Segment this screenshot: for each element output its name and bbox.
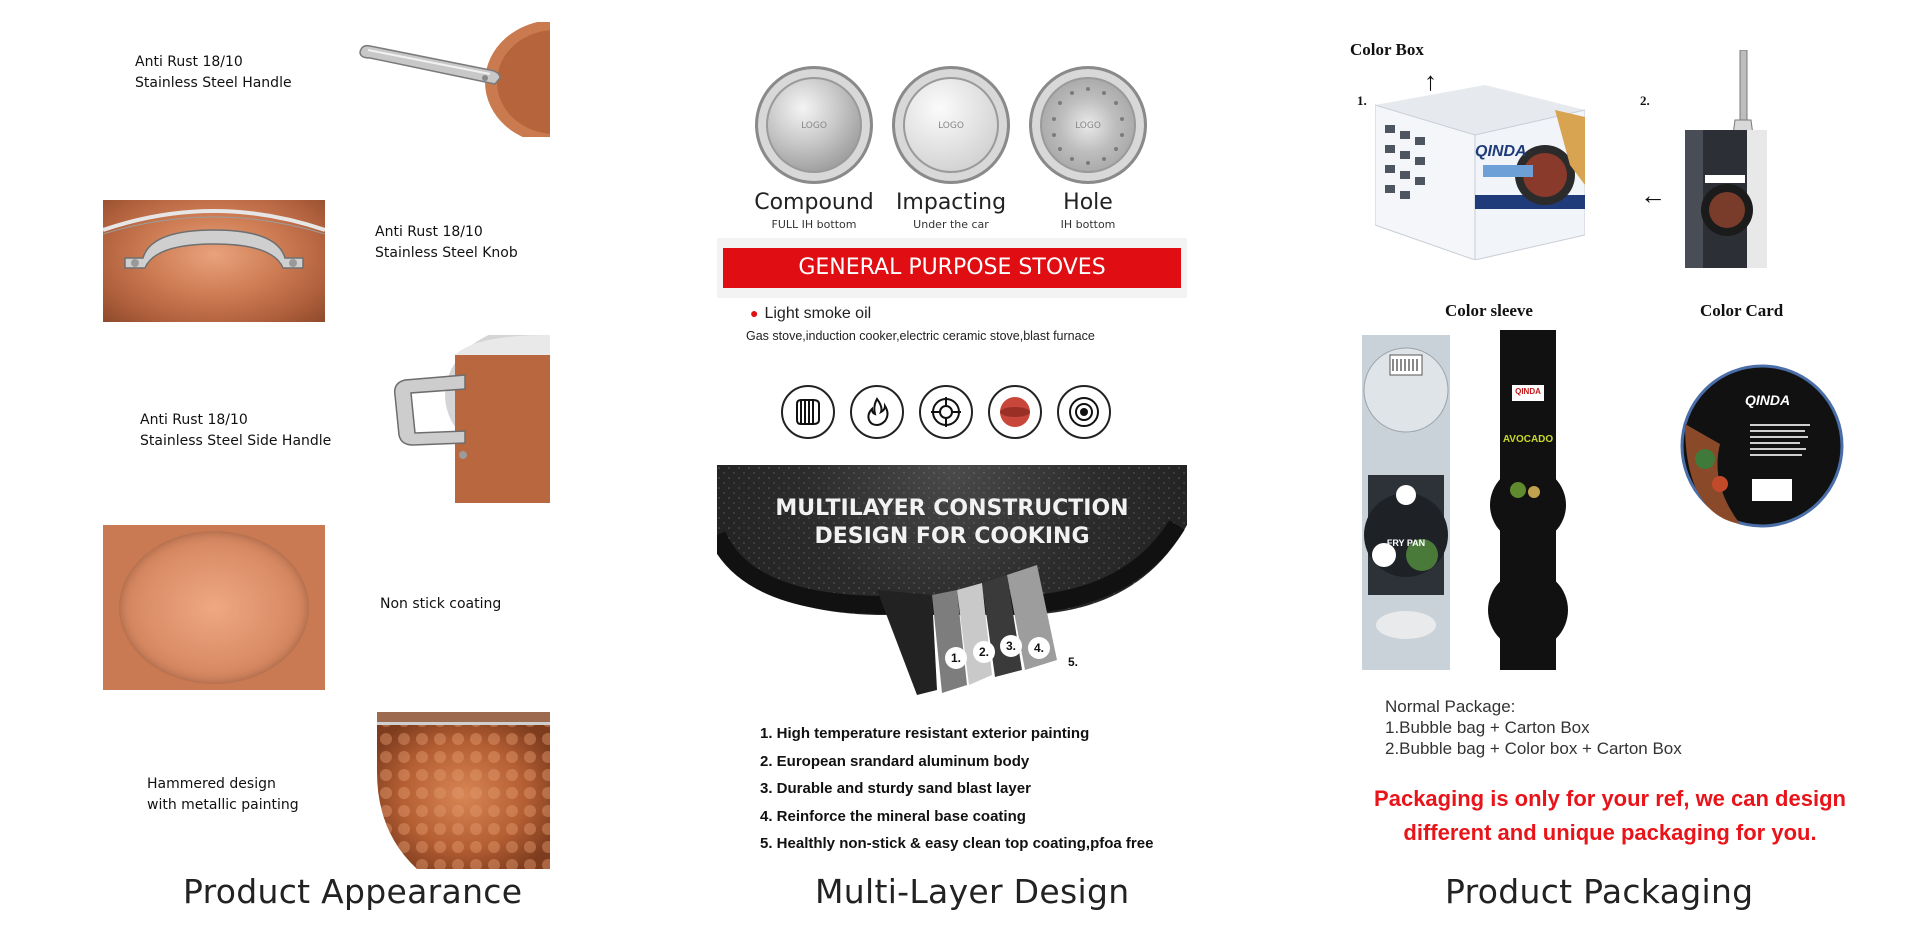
normal-package-title: Normal Package: [1385, 697, 1516, 716]
bullet-line: ● Light smoke oil [750, 305, 871, 323]
color-card-image: QINDA [1680, 364, 1845, 534]
gas-flame-icon [850, 385, 904, 439]
color-card-heading: Color Card [1700, 301, 1784, 320]
layer-list: 1. High temperature resistant exterior p… [760, 720, 1153, 858]
feature-line: with metallic painting [147, 797, 299, 813]
non-stick-photo [103, 525, 325, 690]
feature-label-knob: Anti Rust 18/10 Stainless Steel Knob [375, 222, 518, 264]
bullet-text: Light smoke oil [764, 305, 872, 322]
impacting-bottom-disc: LOGO [892, 66, 1010, 184]
packaging-caption: Product Packaging [1445, 872, 1754, 911]
layer-marker: 4. [1028, 637, 1050, 659]
package-number: 2. [1640, 93, 1650, 108]
feature-label-handle: Anti Rust 18/10 Stainless Steel Handle [135, 52, 292, 94]
normal-package-item: 2.Bubble bag + Color box + Carton Box [1385, 739, 1682, 758]
electric-hob-icon [1057, 385, 1111, 439]
bullet-dot-icon: ● [750, 305, 759, 321]
impacting-title: Impacting [895, 190, 1007, 215]
feature-line: Anti Rust 18/10 [140, 412, 248, 428]
package-number: 1. [1357, 93, 1367, 108]
stoves-line: Gas stove,induction cooker,electric cera… [746, 329, 1095, 343]
layer-item: 5. Healthly non-stick & easy clean top c… [760, 835, 1154, 852]
pan-box-image [1685, 49, 1775, 270]
stove-banner-title: GENERAL PURPOSE STOVES [723, 248, 1181, 288]
construction-heading: MULTILAYER CONSTRUCTION DESIGN FOR COOKI… [717, 495, 1187, 551]
layer-marker: 3. [1000, 635, 1022, 657]
compound-sub: FULL IH bottom [771, 218, 857, 231]
color-sleeve-grey-image: FRY PAN [1362, 335, 1450, 670]
multi-layer-section: LOGO LOGO LOGO Compound FULL IH bottom I… [715, 0, 1195, 947]
compound-title: Compound [754, 190, 874, 215]
hammered-photo [377, 712, 550, 869]
layer-item: 3. Durable and sturdy sand blast layer [760, 780, 1031, 797]
disc-logo: LOGO [801, 121, 827, 131]
feature-line: Stainless Steel Side Handle [140, 433, 332, 449]
multilayer-photo: MULTILAYER CONSTRUCTION DESIGN FOR COOKI… [717, 465, 1187, 695]
color-box-image: QINDA [1374, 75, 1586, 261]
feature-line: Non stick coating [380, 596, 502, 612]
layer-item: 2. European srandard aluminum body [760, 752, 1030, 770]
disc-logo: LOGO [1075, 121, 1101, 131]
gas-burner-icon [919, 385, 973, 439]
feature-line: Hammered design [147, 776, 276, 792]
arrow-left-icon: ← [1640, 180, 1666, 210]
card-brand-logo: QINDA [1745, 392, 1791, 408]
layer-marker: 5. [1062, 651, 1084, 673]
ceramic-plate-icon [988, 385, 1042, 439]
sleeve-left-title: FRY PAN [1386, 538, 1426, 548]
sleeve-right-title: AVOCADO [1502, 434, 1554, 445]
normal-package-info: Normal Package: 1.Bubble bag + Carton Bo… [1385, 696, 1682, 759]
hole-title: Hole [1063, 190, 1113, 215]
feature-line: Anti Rust 18/10 [375, 224, 483, 240]
feature-label-hammered: Hammered design with metallic painting [147, 774, 299, 816]
packaging-note-line: different and unique packaging for you. [1403, 820, 1817, 845]
handle-photo [350, 22, 550, 137]
layer-item: 4. Reinforce the mineral base coating [760, 807, 1026, 825]
layer-item: 1. High temperature resistant exterior p… [760, 725, 1090, 742]
induction-coil-icon [781, 385, 835, 439]
packaging-note-line: Packaging is only for your ref, we can d… [1374, 786, 1846, 811]
feature-line: Stainless Steel Knob [375, 245, 518, 261]
lid-knob-photo [103, 200, 325, 322]
brand-logo: QINDA [1475, 143, 1527, 160]
hole-bottom-disc: LOGO [1029, 66, 1147, 184]
arrow-up-icon: ↑ [1424, 66, 1437, 96]
layer-marker: 2. [973, 641, 995, 663]
side-handle-photo [385, 335, 550, 503]
disc-logo: LOGO [938, 121, 964, 131]
feature-line: Anti Rust 18/10 [135, 54, 243, 70]
construction-line: MULTILAYER CONSTRUCTION [775, 496, 1129, 521]
appearance-caption: Product Appearance [183, 872, 523, 911]
product-packaging-section: Color Box 1. ↑ QINDA 2. ← [1340, 0, 1900, 947]
product-appearance-section: Anti Rust 18/10 Stainless Steel Handle A… [95, 0, 565, 947]
impacting-sub: Under the car [913, 218, 989, 231]
feature-label-non-stick: Non stick coating [380, 594, 501, 615]
hole-sub: IH bottom [1060, 218, 1116, 231]
multilayer-caption: Multi-Layer Design [815, 872, 1130, 911]
normal-package-item: 1.Bubble bag + Carton Box [1385, 718, 1590, 737]
construction-line: DESIGN FOR COOKING [814, 524, 1090, 549]
compound-bottom-disc: LOGO [755, 66, 873, 184]
color-box-heading: Color Box [1350, 40, 1424, 59]
color-sleeve-black-image: QINDA AVOCADO [1488, 330, 1568, 670]
sleeve-right-brand: QINDA [1515, 387, 1541, 396]
stove-banner: GENERAL PURPOSE STOVES [717, 238, 1187, 298]
feature-line: Stainless Steel Handle [135, 75, 292, 91]
packaging-note: Packaging is only for your ref, we can d… [1370, 782, 1850, 850]
feature-label-side-handle: Anti Rust 18/10 Stainless Steel Side Han… [140, 410, 331, 452]
color-sleeve-heading: Color sleeve [1445, 301, 1533, 320]
layer-marker: 1. [945, 647, 967, 669]
